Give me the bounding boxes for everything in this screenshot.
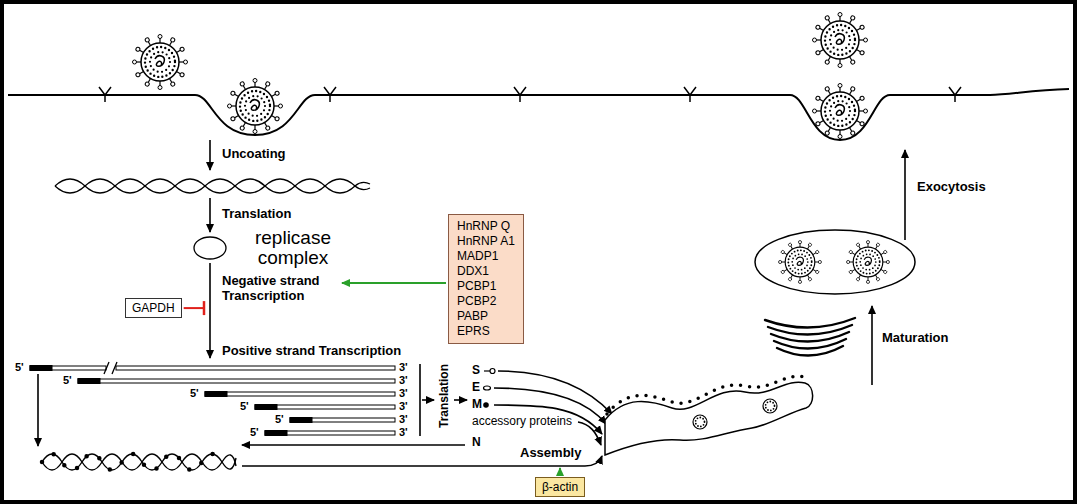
endoplasmic-reticulum bbox=[605, 376, 813, 455]
rna-end-label: 3' bbox=[399, 400, 408, 413]
protein-label: E bbox=[472, 381, 480, 395]
nucleocapsid-helix bbox=[42, 454, 236, 470]
virion bbox=[779, 241, 822, 284]
virion bbox=[813, 13, 868, 68]
virion bbox=[813, 84, 868, 139]
rna-end-label: 3' bbox=[399, 413, 408, 426]
step-label: Maturation bbox=[882, 331, 948, 346]
protein-label: N bbox=[472, 436, 481, 450]
step-label: Translation bbox=[222, 207, 291, 222]
step-label: Uncoating bbox=[222, 147, 286, 162]
protein-label: S bbox=[472, 364, 480, 378]
genomic-rna bbox=[55, 179, 370, 193]
virion bbox=[228, 79, 283, 134]
box-text: HnRNP Q bbox=[457, 219, 515, 234]
protein-label: accessory proteins bbox=[472, 415, 572, 429]
step-label: Assembly bbox=[520, 446, 581, 461]
protein-label: M bbox=[472, 398, 482, 412]
step-label: Exocytosis bbox=[917, 180, 986, 195]
box-text: EPRS bbox=[457, 324, 515, 339]
activation-arrow bbox=[342, 282, 446, 284]
box-text: GAPDH bbox=[132, 300, 175, 316]
box-text: PCBP2 bbox=[457, 294, 515, 309]
virion bbox=[847, 241, 890, 284]
protein-icons bbox=[484, 369, 496, 408]
component-label: replicase complex bbox=[238, 228, 348, 268]
rna-end-label: 5' bbox=[15, 361, 24, 374]
activation-arrow bbox=[559, 468, 561, 476]
rna-end-label: 5' bbox=[250, 426, 259, 439]
box-text: β-actin bbox=[542, 479, 578, 495]
box-text: HnRNP A1 bbox=[457, 234, 515, 249]
step-label: Translation bbox=[438, 364, 452, 428]
replicase-complex-symbol bbox=[194, 237, 226, 259]
rna-end-label: 3' bbox=[399, 426, 408, 439]
inhibition-bar bbox=[203, 301, 206, 315]
flow-arrows bbox=[38, 140, 905, 466]
rna-end-label: 3' bbox=[399, 361, 408, 374]
rna-end-label: 3' bbox=[399, 387, 408, 400]
rna-end-label: 5' bbox=[275, 413, 284, 426]
box-text: DDX1 bbox=[457, 264, 515, 279]
box-text: MADP1 bbox=[457, 249, 515, 264]
cell-membrane bbox=[8, 89, 1069, 140]
rna-end-label: 5' bbox=[190, 387, 199, 400]
box-text: PABP bbox=[457, 309, 515, 324]
box-text: PCBP1 bbox=[457, 279, 515, 294]
rna-end-label: 5' bbox=[63, 374, 72, 387]
virion bbox=[133, 35, 188, 90]
subgenomic-rnas bbox=[30, 362, 395, 436]
inhibitor-box: GAPDH bbox=[125, 298, 182, 318]
step-label: Positive strand Transcription bbox=[222, 344, 401, 359]
golgi-stack bbox=[765, 318, 855, 356]
host-factor-box: β-actin bbox=[535, 477, 585, 497]
host-factor-box: HnRNP QHnRNP A1MADP1DDX1PCBP1PCBP2PABPEP… bbox=[448, 214, 524, 344]
secretory-vesicle bbox=[755, 230, 915, 294]
inhibition-line bbox=[184, 307, 204, 309]
rna-end-label: 5' bbox=[240, 400, 249, 413]
step-label: Negative strand Transcription bbox=[222, 274, 340, 304]
rna-end-label: 3' bbox=[399, 374, 408, 387]
